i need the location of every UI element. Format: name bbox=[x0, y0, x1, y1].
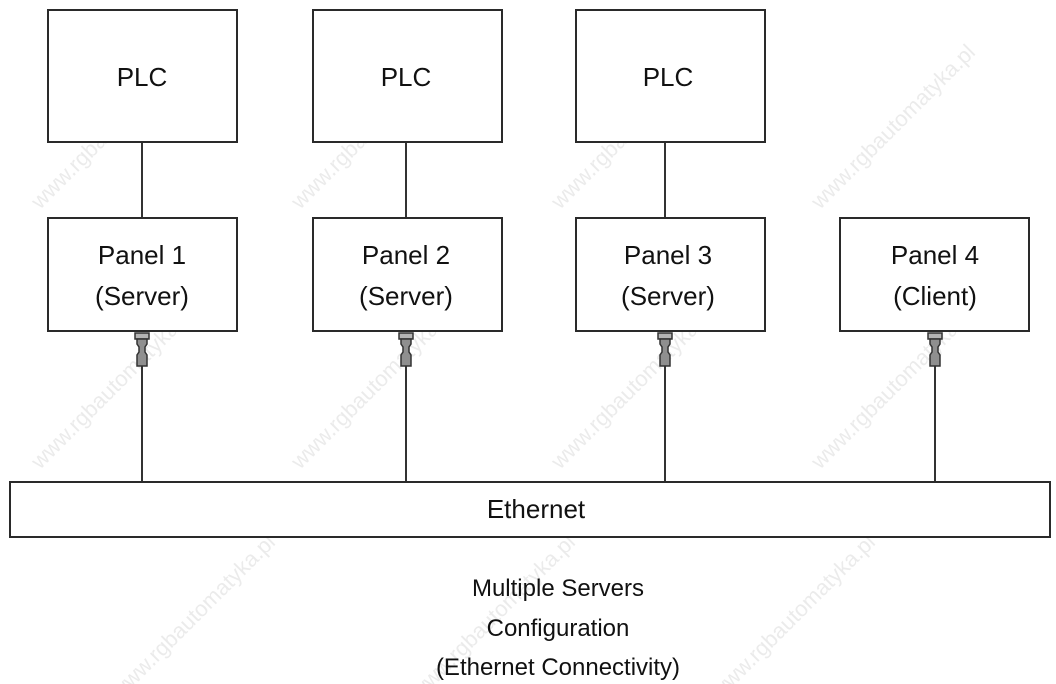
ethernet-bus: Ethernet bbox=[9, 481, 1051, 538]
panel-2: Panel 2 (Server) bbox=[312, 217, 503, 332]
plc-3-label: PLC bbox=[643, 62, 694, 92]
ethernet-connector-icon bbox=[134, 332, 150, 367]
caption-line-3: (Ethernet Connectivity) bbox=[436, 654, 680, 681]
ethernet-connector-icon bbox=[927, 332, 943, 367]
ethernet-bus-label: Ethernet bbox=[487, 494, 586, 524]
watermark-text: www.rgbautomatyka.pl bbox=[705, 529, 880, 684]
panel-1-role: (Server) bbox=[95, 281, 189, 311]
panel-3-name: Panel 3 bbox=[624, 240, 712, 270]
panel-2-name: Panel 2 bbox=[362, 240, 450, 270]
panel-3: Panel 3 (Server) bbox=[575, 217, 766, 332]
diagram-caption: Multiple Servers Configuration (Ethernet… bbox=[436, 575, 680, 681]
plc-2-label: PLC bbox=[381, 62, 432, 92]
ethernet-connector-icon bbox=[398, 332, 414, 367]
panel-4-name: Panel 4 bbox=[891, 240, 979, 270]
plc-1: PLC bbox=[47, 9, 238, 143]
panel-4: Panel 4 (Client) bbox=[839, 217, 1030, 332]
caption-line-2: Configuration bbox=[487, 615, 630, 642]
plc-1-label: PLC bbox=[117, 62, 168, 92]
ethernet-connector-icon bbox=[657, 332, 673, 367]
watermark-text: www.rgbautomatyka.pl bbox=[805, 39, 980, 214]
watermark-text: www.rgbautomatyka.pl bbox=[105, 529, 280, 684]
panel-3-role: (Server) bbox=[621, 281, 715, 311]
panel-1: Panel 1 (Server) bbox=[47, 217, 238, 332]
caption-line-1: Multiple Servers bbox=[472, 575, 644, 602]
plc-2: PLC bbox=[312, 9, 503, 143]
panel-2-role: (Server) bbox=[359, 281, 453, 311]
plc-3: PLC bbox=[575, 9, 766, 143]
panel-1-name: Panel 1 bbox=[98, 240, 186, 270]
panel-4-role: (Client) bbox=[893, 281, 977, 311]
